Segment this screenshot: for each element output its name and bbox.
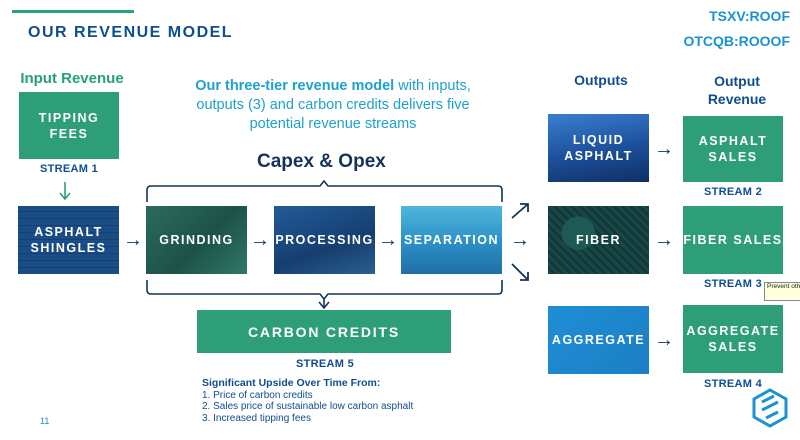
arrow-right-icon: → — [654, 329, 674, 351]
company-logo — [752, 388, 788, 428]
separation-box: SEPARATION — [401, 206, 502, 274]
ticker-otcqb: OTCQB:ROOOF — [683, 33, 790, 49]
liquid-asphalt-box: LIQUID ASPHALT — [548, 114, 649, 182]
title-accent-line — [12, 10, 134, 13]
carbon-down-arrowhead — [318, 301, 330, 310]
arrow-right-icon: → — [654, 138, 674, 160]
output-revenue-heading: Output Revenue — [707, 73, 767, 107]
upside-note-item: 3. Increased tipping fees — [202, 412, 311, 424]
grinding-box: GRINDING — [146, 206, 247, 274]
carbon-bracket — [146, 280, 503, 301]
stream-3-label: STREAM 3 — [703, 278, 763, 290]
aggregate-box: AGGREGATE — [548, 306, 649, 374]
intro-bold: Our three-tier revenue model — [195, 78, 395, 94]
stream-2-label: STREAM 2 — [703, 186, 763, 198]
upside-notes: Significant Upside Over Time From: 1. Pr… — [202, 377, 414, 424]
aggregate-sales-box: AGGREGATE SALES — [683, 305, 783, 373]
tipping-fees-box: TIPPING FEES — [19, 92, 119, 159]
arrow-right-icon: → — [250, 229, 270, 251]
arrow-right-icon: → — [654, 229, 674, 251]
upside-note-item: 2. Sales price of sustainable low carbon… — [202, 401, 414, 412]
asphalt-shingles-box: ASPHALT SHINGLES — [18, 206, 119, 274]
stream-4-label: STREAM 4 — [703, 378, 763, 390]
arrow-up-diag-head — [520, 203, 529, 212]
outputs-heading: Outputs — [574, 72, 628, 88]
upside-note-item: 1. Price of carbon credits — [202, 389, 313, 401]
upside-notes-heading: Significant Upside Over Time From: — [202, 377, 381, 389]
intro-rest: with inputs, outputs (3) and carbon cred… — [196, 78, 471, 132]
tooltip: Prevent othe information — [764, 282, 800, 301]
arrow-up-diag — [511, 203, 529, 219]
stream1-down-arrowhead — [59, 192, 71, 201]
arrow-down-diag — [511, 263, 529, 281]
arrow-right-icon: → — [510, 229, 530, 251]
carbon-credits-box: CARBON CREDITS — [197, 310, 451, 353]
processing-box: PROCESSING — [274, 206, 375, 274]
ticker-tsxv: TSXV:ROOF — [709, 8, 790, 24]
stream-1-label: STREAM 1 — [39, 163, 99, 175]
input-revenue-heading: Input Revenue — [20, 70, 124, 87]
fiber-sales-box: FIBER SALES — [683, 206, 783, 274]
arrow-right-icon: → — [123, 229, 143, 251]
page-title: OUR REVENUE MODEL — [28, 24, 234, 41]
capex-opex-label: Capex & Opex — [257, 151, 386, 172]
capex-bracket — [146, 179, 503, 202]
arrow-down-diag-head — [520, 272, 529, 281]
asphalt-sales-box: ASPHALT SALES — [683, 116, 783, 182]
arrow-right-icon: → — [378, 229, 398, 251]
page-number: 11 — [40, 416, 50, 426]
intro-text: Our three-tier revenue model with inputs… — [174, 77, 492, 134]
fiber-box: FIBER — [548, 206, 649, 274]
stream-5-label: STREAM 5 — [295, 358, 355, 370]
